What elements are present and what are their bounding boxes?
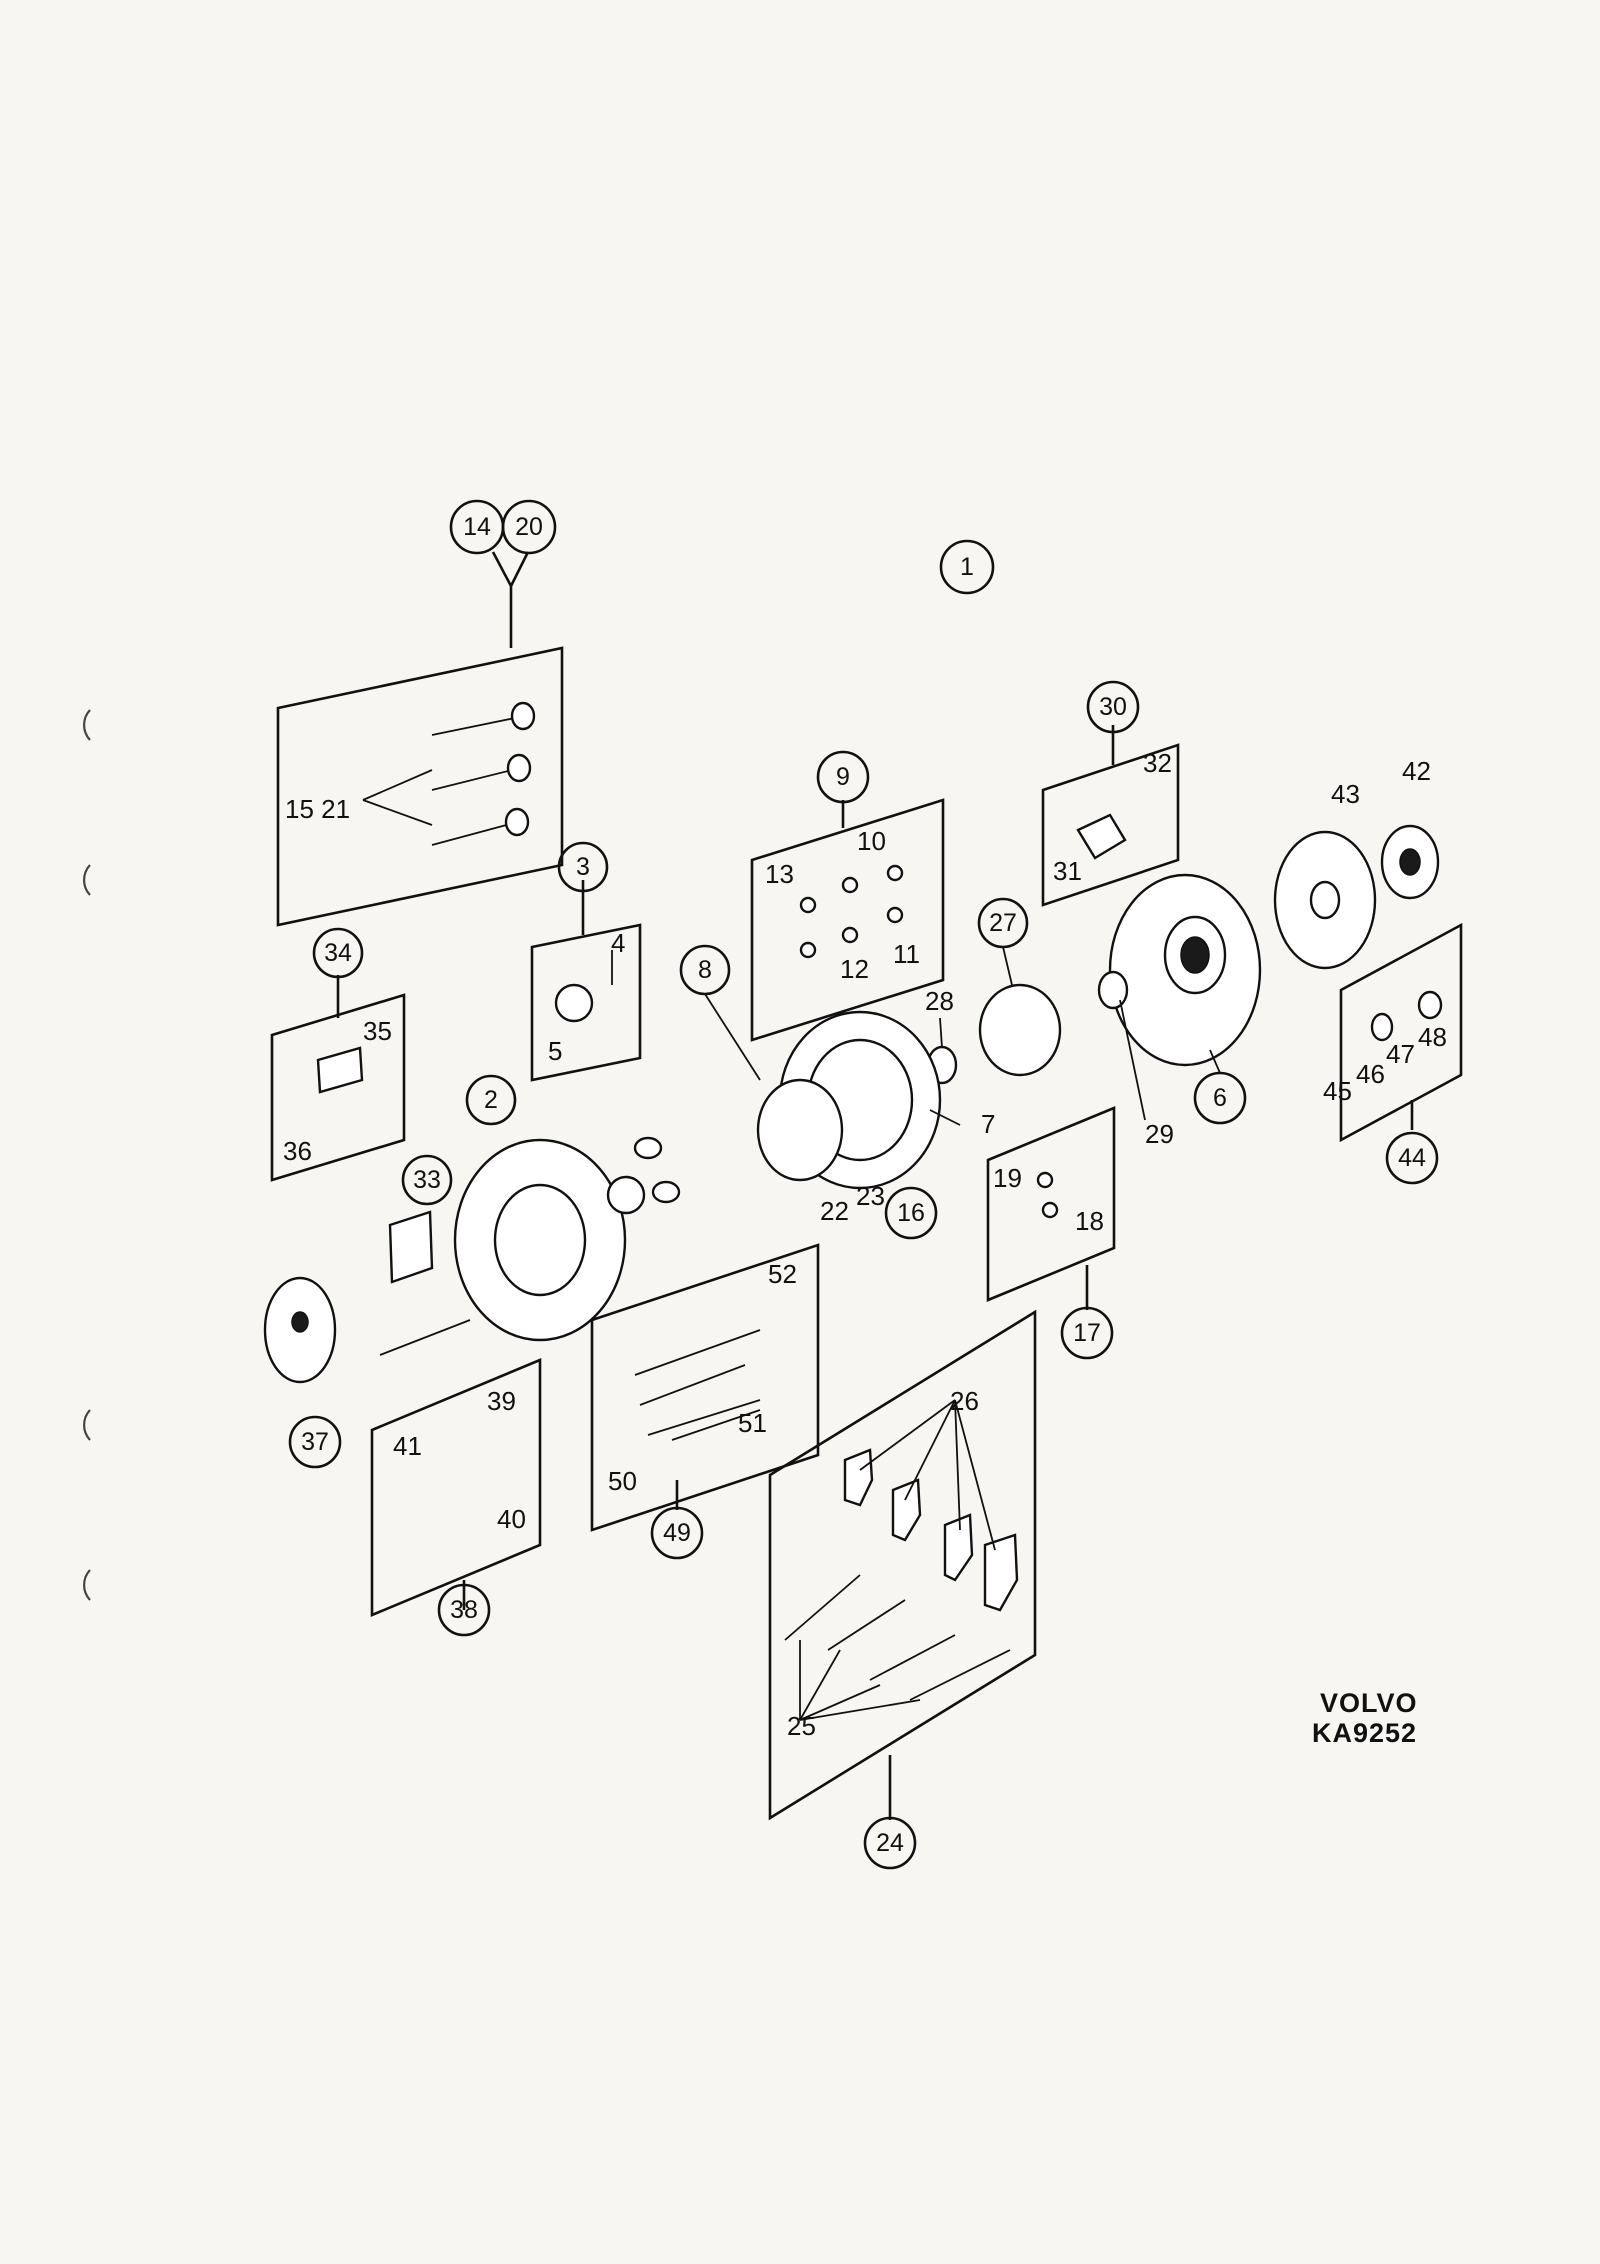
alternator-parts: [263, 824, 1440, 1384]
kit-panel-49: [590, 1243, 820, 1532]
label-40: 40: [497, 1504, 526, 1534]
callout-20: 20: [515, 513, 543, 541]
callout-33: 33: [413, 1166, 441, 1194]
callout-34: 34: [324, 939, 352, 967]
callout-44: 44: [1398, 1144, 1426, 1172]
callout-numbers: 1 14 20 3 9 30 27 8 34 2 33 6 16 44 17 3…: [301, 513, 1426, 1857]
callout-9: 9: [836, 763, 850, 791]
callout-24: 24: [876, 1829, 904, 1857]
callout-17: 17: [1073, 1319, 1101, 1347]
label-42: 42: [1402, 756, 1431, 786]
label-29: 29: [1145, 1119, 1174, 1149]
brand-name: VOLVO: [1320, 1688, 1418, 1718]
washer-parts: [799, 864, 904, 959]
label-35: 35: [363, 1016, 392, 1046]
label-12: 12: [840, 954, 869, 984]
callout-27: 27: [989, 909, 1017, 937]
label-15-21: 15 21: [285, 794, 350, 824]
kit-panel-3: [530, 880, 642, 1082]
leader-lines: [704, 946, 1221, 1721]
callout-37: 37: [301, 1428, 329, 1456]
label-51: 51: [738, 1408, 767, 1438]
long-bolt-parts: [634, 1329, 761, 1441]
kit-panel-44: [1339, 922, 1463, 1143]
callout-8: 8: [698, 956, 712, 984]
callout-16: 16: [897, 1199, 925, 1227]
label-5: 5: [548, 1036, 562, 1066]
label-39: 39: [487, 1386, 516, 1416]
part-numbers: 15 21 4 5 10 13 11 12 32 31 43 42 28 7 2…: [283, 748, 1447, 1741]
callout-30: 30: [1099, 693, 1127, 721]
callout-3: 3: [576, 853, 590, 881]
label-50: 50: [608, 1466, 637, 1496]
binder-holes: [83, 709, 91, 1601]
label-13: 13: [765, 859, 794, 889]
callout-49: 49: [663, 1519, 691, 1547]
label-48: 48: [1418, 1022, 1447, 1052]
callout-38: 38: [450, 1596, 478, 1624]
kit-panel-14-20: [276, 551, 564, 927]
label-4: 4: [611, 928, 625, 958]
callout-1: 1: [960, 553, 974, 581]
label-18: 18: [1075, 1206, 1104, 1236]
label-23: 23: [856, 1181, 885, 1211]
kit-panel-34: [270, 975, 406, 1182]
drawing-code: KA9252: [1312, 1718, 1417, 1748]
label-52: 52: [768, 1259, 797, 1289]
label-47: 47: [1386, 1039, 1415, 1069]
label-11: 11: [893, 939, 920, 969]
callout-circles: [288, 499, 1439, 1870]
label-43: 43: [1331, 779, 1360, 809]
label-22: 22: [820, 1196, 849, 1226]
callout-2: 2: [484, 1086, 498, 1114]
label-31: 31: [1053, 856, 1082, 886]
kit-panel-24: [768, 1309, 1037, 1821]
callout-6: 6: [1213, 1084, 1227, 1112]
label-41: 41: [393, 1431, 422, 1461]
bracket-parts: [784, 1448, 1019, 1701]
kit-panel-9: [750, 798, 945, 1042]
kit-panel-17: [986, 1106, 1116, 1310]
label-45: 45: [1323, 1076, 1352, 1106]
label-46: 46: [1356, 1059, 1385, 1089]
label-10: 10: [857, 826, 886, 856]
label-32: 32: [1143, 748, 1172, 778]
callout-14: 14: [463, 513, 491, 541]
stud-parts: [362, 701, 536, 846]
label-36: 36: [283, 1136, 312, 1166]
label-28: 28: [925, 986, 954, 1016]
label-7: 7: [981, 1109, 995, 1139]
label-19: 19: [993, 1163, 1022, 1193]
